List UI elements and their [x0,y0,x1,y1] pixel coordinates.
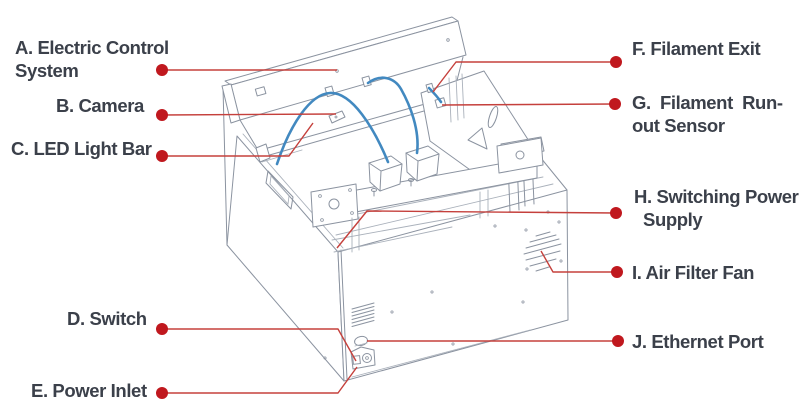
power-inlet-shape [350,346,376,370]
callout-e [156,366,358,399]
callout-a [156,64,337,76]
callout-dot-a [156,64,168,76]
leader-line-h [336,210,617,249]
label-h-line1: H. Switching Power [634,186,799,207]
ethernet-port-shape [354,335,368,347]
callout-h [336,207,622,249]
callout-dot-b [156,109,168,121]
leader-line-e [162,366,358,394]
label-a-line2: System [15,60,79,81]
label-c-led-light-bar: C. LED Light Bar [11,137,152,160]
label-g-filament-runout-sensor: G. Filament Run- out Sensor [632,91,783,137]
callout-dot-i [611,266,623,278]
callout-c [156,122,314,162]
vent-grille [351,302,375,327]
label-e-line1: E. Power Inlet [31,380,147,401]
extruder-left [368,155,403,197]
label-b-camera: B. Camera [56,94,144,117]
leader-line-b [161,113,337,116]
label-h-switching-power-supply: H. Switching Power Supply [634,185,799,231]
label-i-line1: I. Air Filter Fan [632,262,755,283]
callout-dot-f [610,56,622,68]
label-e-power-inlet: E. Power Inlet [31,379,147,402]
label-j-line1: J. Ethernet Port [632,331,764,352]
label-a-electric-control-system: A. Electric Control System [15,36,169,82]
enclosure-panels [222,86,569,382]
callout-d [156,323,357,362]
leader-line-g [441,103,616,106]
filament-tubes [275,76,443,166]
label-i-air-filter-fan: I. Air Filter Fan [632,261,754,284]
callout-dot-d [156,323,168,335]
label-a-line1: A. Electric Control [15,37,169,58]
rail-end-bracket [255,143,271,163]
callout-g [441,98,621,110]
leader-line-c [162,122,314,157]
callout-dot-c [156,150,168,162]
callout-f [432,56,622,93]
rocker-switch [352,355,361,365]
label-h-line2: Supply [643,209,703,230]
callout-dot-g [609,98,621,110]
label-d-line1: D. Switch [67,308,147,329]
label-f-filament-exit: F. Filament Exit [632,37,761,60]
handle-slot [265,170,294,210]
label-d-switch: D. Switch [67,307,147,330]
label-g-line2: out Sensor [632,115,725,136]
callout-j [367,335,624,347]
label-c-line1: C. LED Light Bar [11,138,152,159]
callout-b [156,109,337,121]
callout-dot-h [610,207,622,219]
label-b-line1: B. Camera [56,95,144,116]
leader-line-i [540,250,617,273]
callout-i [540,250,623,278]
extruder-right [405,145,440,187]
control-system-slab [221,16,467,124]
callout-dot-j [612,335,624,347]
camera-rail [239,56,464,163]
gantry-beam [310,137,544,253]
leader-line-f [432,61,616,93]
callouts [156,56,624,399]
label-f-line1: F. Filament Exit [632,38,761,59]
label-g-line1: G. Filament Run- [632,92,783,113]
callout-dot-e [156,387,168,399]
printer-drawing [221,16,569,382]
leader-line-d [162,328,357,362]
label-j-ethernet-port: J. Ethernet Port [632,330,764,353]
